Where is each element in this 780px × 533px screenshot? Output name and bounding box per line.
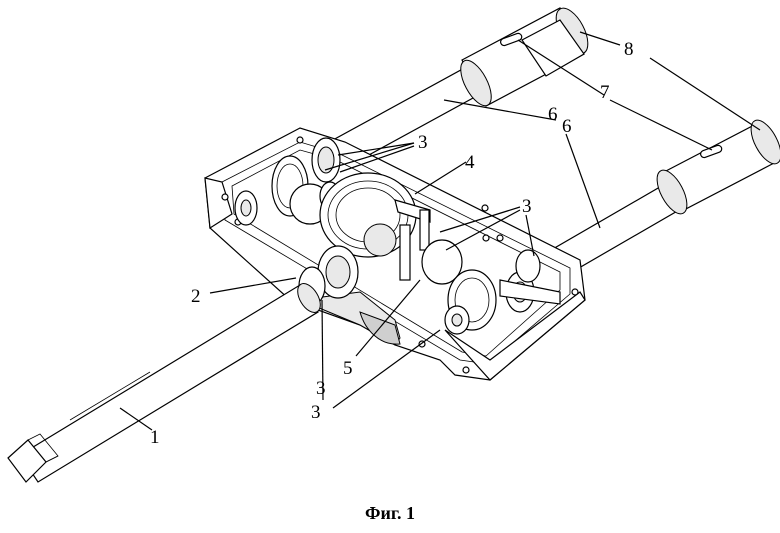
label-3-lower-right: 3: [311, 402, 321, 423]
input-shaft: [8, 280, 325, 482]
label-3-upper: 3: [418, 132, 428, 153]
hub-sleeve-upper: [455, 3, 595, 110]
hub-sleeve-lower: [651, 116, 780, 219]
label-8: 8: [624, 39, 634, 60]
label-3-lower-left: 3: [316, 378, 326, 399]
label-6-lower: 6: [562, 116, 572, 137]
label-1: 1: [150, 427, 160, 448]
label-5: 5: [343, 358, 353, 379]
figure-caption: Фиг. 1: [0, 503, 780, 524]
label-4: 4: [465, 152, 475, 173]
label-3-right: 3: [522, 196, 532, 217]
label-2: 2: [191, 286, 201, 307]
label-6-upper: 6: [548, 104, 558, 125]
label-7: 7: [600, 82, 610, 103]
